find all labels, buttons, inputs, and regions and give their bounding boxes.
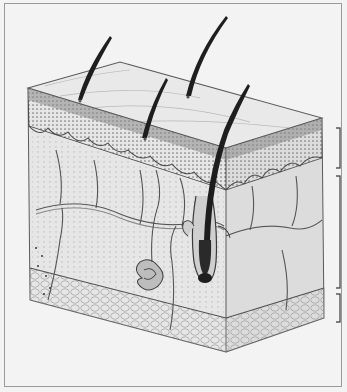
layer-brackets <box>336 128 340 322</box>
